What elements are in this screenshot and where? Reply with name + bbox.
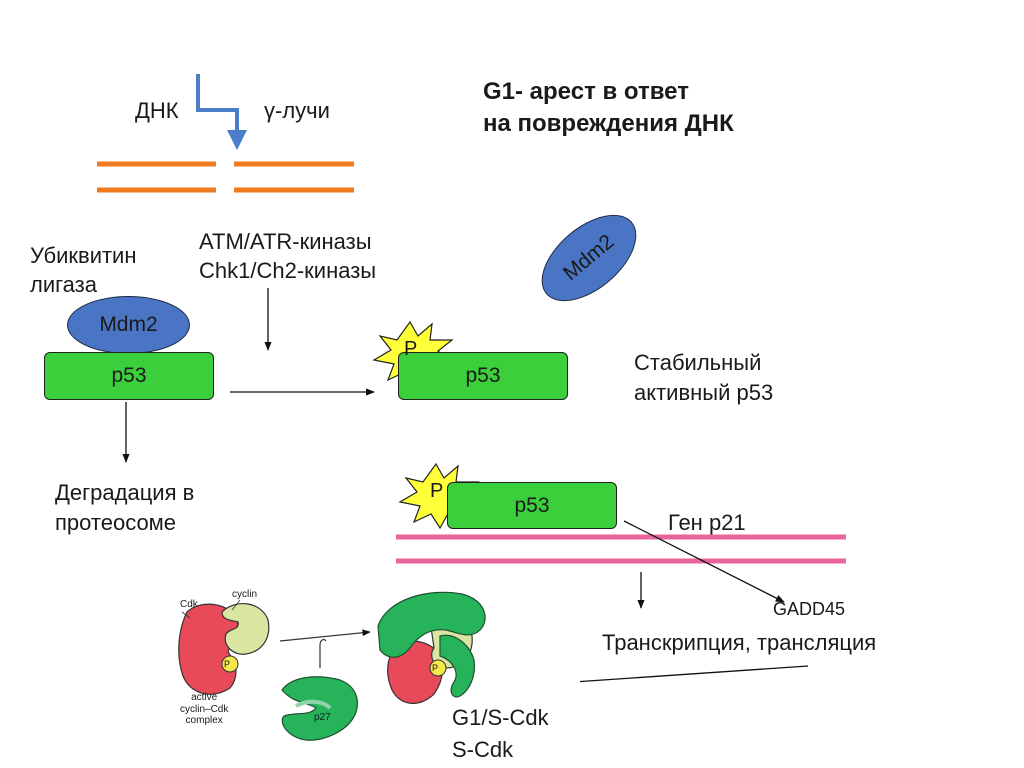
kinases-line-2: Chk1/Ch2-киназы — [199, 257, 377, 283]
stable-line-1: Стабильный — [634, 350, 762, 375]
fig-complex-line-1: active — [191, 692, 218, 703]
degradation-line-2: протеосоме — [55, 509, 177, 535]
fig-cdk-label: Cdk — [180, 599, 198, 610]
gamma-ray-arrow — [196, 74, 247, 150]
transcription-label: Транскрипция, трансляция — [602, 630, 877, 655]
fig-complex-line-3: complex — [185, 715, 223, 726]
ligase-line-2: лигаза — [30, 271, 97, 297]
fig-p27-label: p27 — [314, 712, 331, 723]
fig-complex-line-2: cyclin–Cdk — [180, 703, 229, 715]
p53-bound-gene: p53 — [447, 482, 617, 529]
p53-phosphorylated: p53 — [398, 352, 568, 400]
cdk-line-2: S-Cdk — [452, 736, 514, 762]
cdk-label: G1/S-Cdk S-Cdk — [452, 702, 549, 766]
mdm2-bound: Mdm2 — [67, 296, 190, 354]
gene-strands — [396, 534, 846, 564]
cdk-line-1: G1/S-Cdk — [452, 705, 549, 730]
phospho-label-2: P — [430, 480, 444, 502]
p53-unstable: p53 — [44, 352, 214, 400]
degradation-label: Деградация в протеосоме — [55, 478, 194, 537]
kinases-line-1: ATM/ATR-киназы — [199, 229, 372, 254]
degradation-line-1: Деградация в — [55, 480, 195, 505]
ligase-label: Убиквитин лигаза — [30, 242, 137, 299]
dna-label: ДНК — [135, 98, 179, 123]
stable-label: Стабильный активный p53 — [634, 348, 773, 407]
broken-dna — [97, 161, 354, 193]
gadd45-arrow — [623, 520, 785, 603]
title-line-1: G1- арест в ответ — [483, 78, 689, 105]
title: G1- арест в ответ на повреждения ДНК — [483, 76, 734, 141]
gamma-label: γ-лучи — [264, 98, 330, 123]
stable-line-2: активный p53 — [634, 379, 774, 405]
gene-p21-label: Ген p21 — [668, 510, 746, 535]
ligase-line-1: Убиквитин — [30, 243, 137, 268]
fig-cyclin-label: cyclin — [232, 589, 258, 600]
cyclin-cdk-figure — [158, 575, 580, 765]
fig-p-label-2: P — [432, 663, 439, 673]
gadd45-label: GADD45 — [773, 599, 846, 619]
fig-p-label-1: P — [224, 659, 231, 669]
phospho-label-1: P — [404, 338, 418, 360]
title-line-2: на повреждения ДНК — [483, 110, 734, 138]
fig-complex-label: active cyclin–Cdk complex — [180, 692, 228, 727]
inhibition-arrow — [543, 665, 809, 688]
kinases-label: ATM/ATR-киназы Chk1/Ch2-киназы — [199, 228, 376, 285]
